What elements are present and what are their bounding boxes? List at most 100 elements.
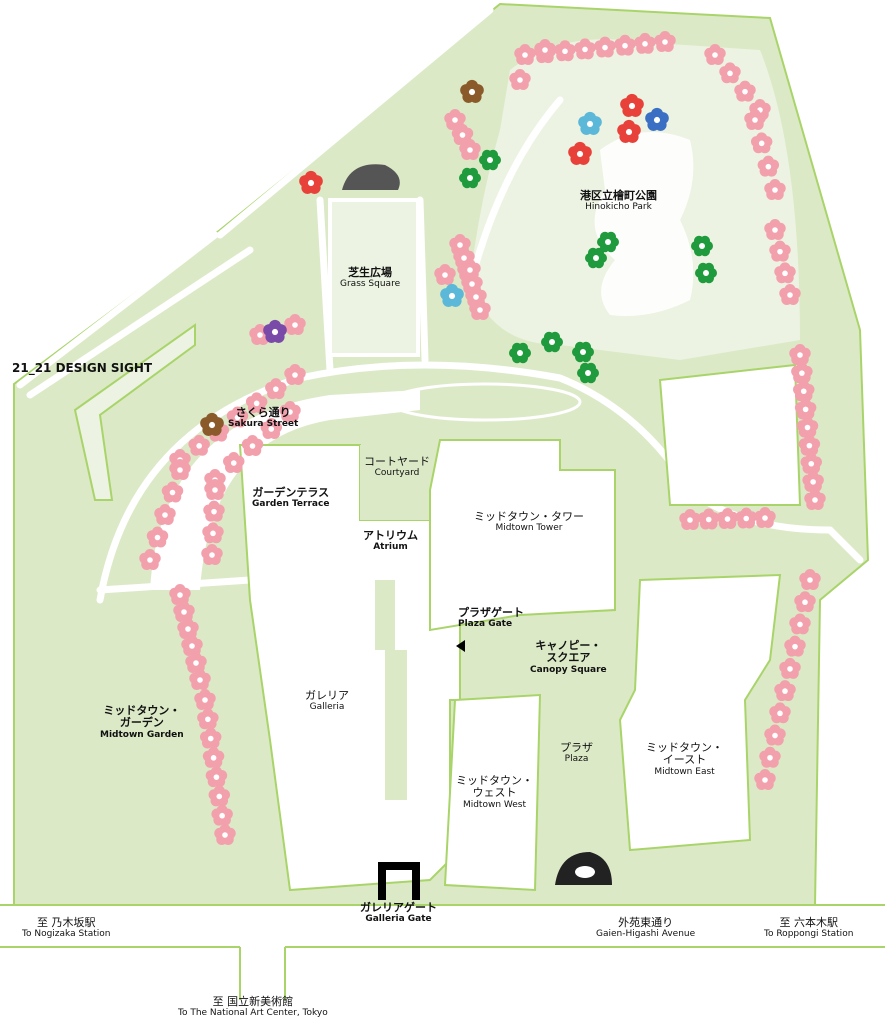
cherry-blossom-icon [202, 522, 224, 544]
cherry-blossom-icon [793, 380, 815, 402]
footpaths [16, 6, 864, 604]
grass-square-area [328, 198, 420, 357]
cherry-blossom-icon [764, 179, 786, 200]
tree-icon [597, 231, 619, 253]
cherry-blossom-icon [798, 434, 821, 456]
cherry-blossom-icon [769, 702, 791, 724]
cherry-blossom-icon [188, 434, 210, 456]
cherry-blossom-icon [444, 109, 466, 130]
cherry-blossom-icon [203, 500, 225, 522]
cherry-blossom-icon [617, 119, 641, 143]
cherry-blossom-icon [284, 314, 306, 335]
cherry-blossom-icon [177, 618, 199, 639]
galleria-gate-label: ガレリアゲート Galleria Gate [360, 901, 437, 925]
courtyard-label: コートヤード Courtyard [364, 455, 430, 479]
cherry-blossom-icon [265, 378, 287, 400]
design-sight-building [73, 323, 196, 501]
cherry-blossom-icon [202, 746, 225, 768]
midtown-west-label: ミッドタウン・ ウェスト Midtown West [456, 774, 533, 810]
cherry-blossom-icon [796, 416, 819, 438]
tree-icon [585, 247, 607, 269]
cherry-blossom-icon [779, 657, 801, 679]
cherry-blossom-icon [654, 31, 676, 52]
cherry-blossom-icon [509, 69, 531, 90]
cherry-blossom-icon [769, 240, 791, 262]
cherry-blossom-icon [716, 508, 739, 529]
cherry-blossom-icon [200, 412, 224, 436]
nogizaka-label: 至 乃木坂駅 To Nogizaka Station [22, 916, 111, 940]
atrium-label: アトリウム Atrium [363, 529, 418, 553]
national-art-center-label: 至 国立新美術館 To The National Art Center, Tok… [178, 995, 328, 1019]
cherry-blossom-icon [460, 79, 484, 103]
tree-icon [572, 341, 594, 363]
tree-icon [577, 362, 599, 384]
tree-icon [479, 149, 501, 171]
cherry-blossom-icon [201, 544, 223, 565]
cherry-blossom-icon [800, 452, 822, 474]
cherry-blossom-icon [774, 680, 796, 702]
park-pond [594, 132, 694, 316]
rock-hole [575, 866, 595, 878]
cherry-blossom-icon [794, 591, 816, 613]
cherry-blossom-icon [194, 689, 216, 710]
cherry-blossom-icon [735, 507, 757, 529]
galleria-skylight-1 [375, 580, 395, 650]
cherry-blossom-icon [744, 109, 766, 130]
cherry-blossom-icon [211, 804, 233, 826]
cherry-blossom-icon [789, 344, 811, 365]
cherry-blossom-icon [241, 435, 264, 456]
triangle-pointer-icon [456, 640, 465, 652]
tree-icon [459, 167, 481, 189]
cherry-blossoms [139, 31, 826, 845]
cherry-blossom-icon [223, 452, 245, 473]
midtown-garden-label: ミッドタウン・ ガーデン Midtown Garden [100, 704, 184, 740]
design-sight-label: 21_21 DESIGN SIGHT [12, 361, 153, 375]
midtown-west-building [443, 693, 542, 892]
grass-square-label: 芝生広場 Grass Square [340, 266, 401, 290]
cherry-blossom-icon [620, 93, 644, 117]
gaien-higashi-road [0, 905, 885, 947]
cherry-blossom-icon [750, 132, 773, 154]
cherry-blossom-icon [759, 746, 781, 768]
midtown-east-building [618, 573, 782, 852]
cherry-blossom-icon [459, 259, 481, 280]
cherry-blossom-icon [757, 155, 780, 177]
cherry-blossom-icon [204, 479, 226, 500]
tree-icon [509, 342, 531, 364]
cherry-blossom-icon [189, 669, 211, 690]
midtown-tower-label: ミッドタウン・タワー Midtown Tower [474, 510, 584, 534]
cherry-blossom-icon [554, 40, 576, 62]
garden-terrace-label: ガーデンテラス Garden Terrace [252, 486, 330, 510]
cherry-blossom-icon [181, 635, 203, 656]
cherry-blossom-icon [534, 39, 556, 60]
cherry-blossom-icon [614, 34, 636, 56]
cherry-blossom-icon [146, 526, 169, 548]
cherry-blossom-icon [469, 299, 491, 320]
cherry-blossom-icon [260, 418, 282, 439]
cherry-blossom-icon [169, 459, 191, 480]
cherry-blossom-icon [704, 44, 726, 65]
cherry-blossom-icon [679, 509, 701, 530]
roppongi-label: 至 六本木駅 To Roppongi Station [764, 916, 854, 940]
cherry-blossom-icon [784, 635, 806, 657]
cherry-blossom-icon [719, 62, 741, 84]
cherry-blossom-icon [779, 284, 801, 305]
galleria-skylight-2 [385, 650, 407, 800]
gate-icon [378, 862, 420, 900]
midtown-east-label: ミッドタウン・ イースト Midtown East [646, 741, 723, 777]
cherry-blossom-icon [791, 362, 813, 384]
cherry-blossom-icon [208, 785, 231, 807]
tree-icon [695, 262, 717, 284]
cherry-blossom-icon [440, 283, 464, 307]
rock-sculpture-icon [342, 164, 400, 190]
midtown-tower-building [429, 439, 616, 632]
cherry-blossom-icon [185, 652, 207, 673]
cherry-blossom-icon [698, 508, 720, 530]
cherry-blossom-icon [459, 139, 481, 160]
hinokicho-park-label: 港区立檜町公園 Hinokicho Park [580, 189, 657, 213]
cherry-blossom-icon [205, 766, 228, 788]
cherry-blossom-icon [284, 364, 306, 385]
cherry-blossom-icon [645, 107, 669, 131]
cherry-blossom-icon [804, 489, 826, 510]
plaza-label: プラザ Plaza [560, 741, 593, 765]
